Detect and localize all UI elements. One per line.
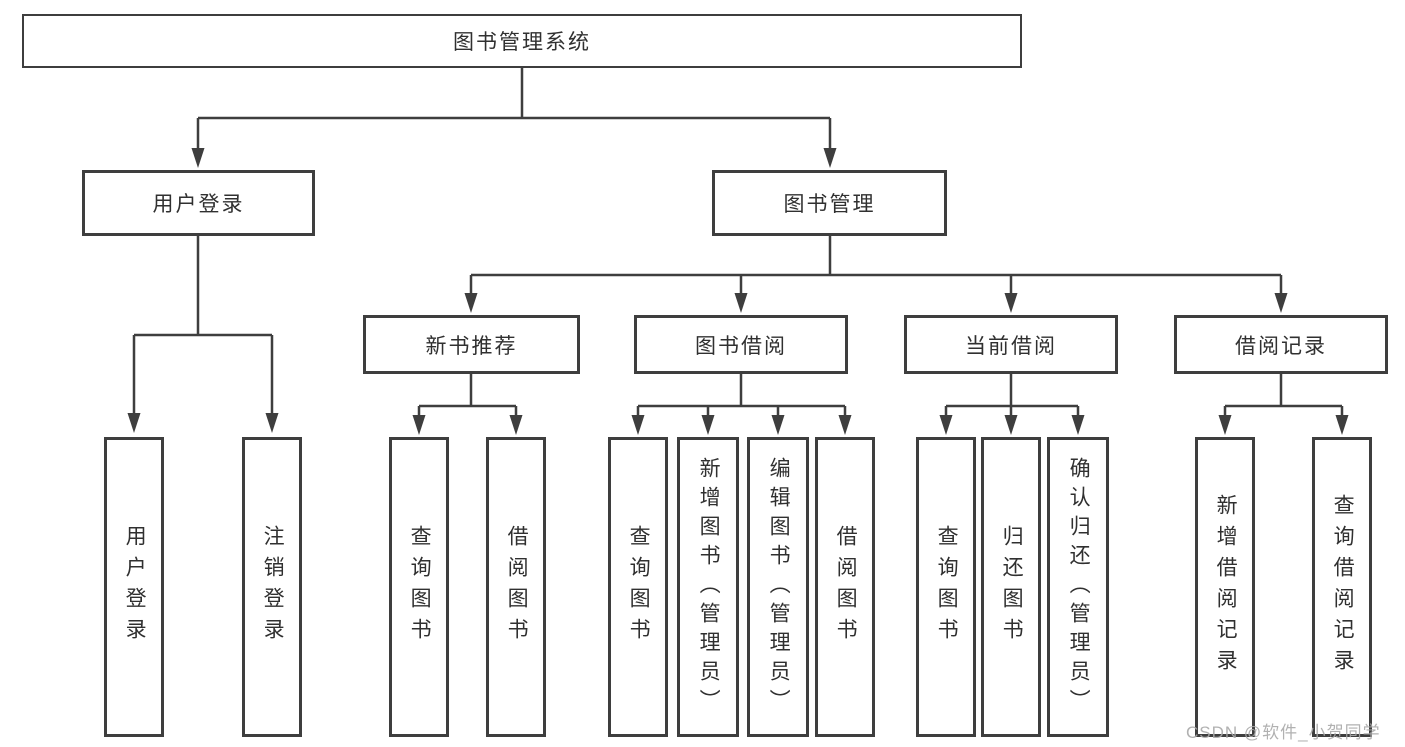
- node-label: 查询图书: [935, 525, 959, 649]
- csdn-watermark: CSDN @软件_小贺同学: [1186, 723, 1381, 742]
- node-user-login-module: 用户登录: [82, 170, 315, 236]
- leaf-query-books-recommend: 查询图书: [389, 437, 449, 737]
- leaf-query-books-current: 查询图书: [916, 437, 976, 737]
- leaf-return-books: 归还图书: [981, 437, 1041, 737]
- node-borrowing-records: 借阅记录: [1174, 315, 1388, 374]
- node-label: 查询借阅记录: [1331, 494, 1355, 680]
- node-label: 注销登录: [261, 525, 285, 649]
- leaf-edit-books-admin: 编辑图书（管理员）: [747, 437, 809, 737]
- node-current-borrowing: 当前借阅: [904, 315, 1118, 374]
- node-label: 用户登录: [123, 525, 147, 649]
- node-library-management-system: 图书管理系统: [22, 14, 1022, 68]
- node-label: 借阅图书: [505, 525, 529, 649]
- node-label: 用户登录: [152, 193, 245, 216]
- node-label: 新增借阅记录: [1214, 494, 1238, 680]
- leaf-logout: 注销登录: [242, 437, 302, 737]
- node-label: 借阅图书: [834, 525, 858, 649]
- node-book-management-module: 图书管理: [712, 170, 947, 236]
- node-label: 图书管理系统: [453, 31, 591, 54]
- node-label: 新书推荐: [425, 334, 518, 358]
- leaf-add-books-admin: 新增图书（管理员）: [677, 437, 739, 737]
- node-label: 借阅记录: [1235, 334, 1327, 358]
- leaf-confirm-return-admin: 确认归还（管理员）: [1047, 437, 1109, 737]
- node-label: 当前借阅: [965, 334, 1057, 358]
- leaf-user-login: 用户登录: [104, 437, 164, 737]
- node-label: 图书借阅: [695, 334, 787, 358]
- node-label: 图书管理: [783, 193, 876, 216]
- node-label: 确认归还（管理员）: [1067, 456, 1091, 718]
- leaf-borrow-books: 借阅图书: [815, 437, 875, 737]
- node-book-borrowing: 图书借阅: [634, 315, 848, 374]
- leaf-query-borrow-record: 查询借阅记录: [1312, 437, 1372, 737]
- node-label: 归还图书: [1000, 525, 1024, 649]
- node-label: 新增图书（管理员）: [697, 456, 721, 718]
- leaf-add-borrow-record: 新增借阅记录: [1195, 437, 1255, 737]
- leaf-borrow-books-recommend: 借阅图书: [486, 437, 546, 737]
- node-new-book-recommendation: 新书推荐: [363, 315, 580, 374]
- node-label: 查询图书: [408, 525, 432, 649]
- node-label: 编辑图书（管理员）: [767, 456, 791, 718]
- node-label: 查询图书: [627, 525, 651, 649]
- leaf-query-books-borrow: 查询图书: [608, 437, 668, 737]
